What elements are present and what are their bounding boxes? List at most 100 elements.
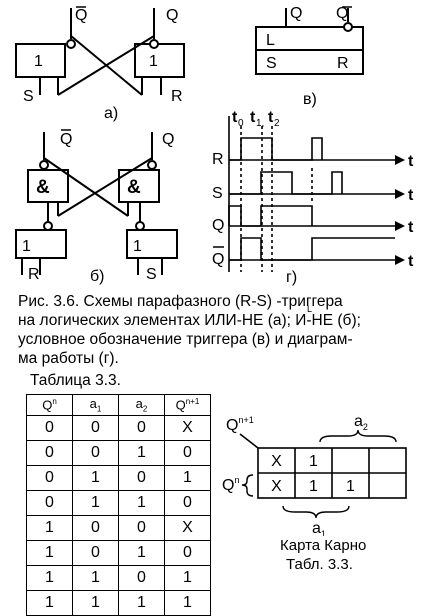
gate-label: 1 — [34, 53, 43, 70]
header-qn: Qn — [26, 394, 73, 416]
gate-label: 1 — [133, 238, 142, 255]
table-cell: 1 — [72, 565, 119, 591]
caption-line: ма работы (г). — [18, 350, 119, 367]
table-cell: 1 — [164, 465, 211, 491]
timing-row-q: Q — [212, 217, 224, 234]
karno-bottom-label: a1 — [312, 520, 326, 536]
table-cell: 1 — [26, 540, 73, 566]
label-s-b: S — [146, 266, 157, 283]
table-cell: 0 — [26, 440, 73, 466]
label-qbar-v: Q — [336, 5, 348, 22]
table-cell: 1 — [72, 490, 119, 516]
table-cell: 0 — [118, 565, 165, 591]
caption-line: Рис. 3.6. Схемы парафазного (R-S) -тригг… — [18, 292, 430, 314]
table-cell: 0 — [26, 465, 73, 491]
karnaugh-cell: X — [271, 478, 282, 495]
table-header-row: Qn a1 a2 Qn+1 — [26, 394, 211, 416]
timing-row-s: S — [212, 185, 223, 202]
table-cell: 0 — [26, 415, 73, 441]
figure-caption: Рис. 3.6. Схемы парафазного (R-S) -тригг… — [18, 292, 430, 368]
table-cell: 1 — [118, 540, 165, 566]
timing-row-qbar: Q — [212, 251, 224, 268]
karnaugh-cell: 1 — [309, 453, 318, 470]
table-title: Таблица 3.3. — [30, 372, 121, 389]
table-cell: 0 — [164, 490, 211, 516]
table-cell: 1 — [118, 440, 165, 466]
panel-label-v: в) — [303, 91, 317, 108]
table-cell: 0 — [72, 515, 119, 541]
karnaugh-cell: 1 — [309, 478, 318, 495]
header-a2: a2 — [118, 394, 165, 416]
panel-label-g: г) — [286, 269, 297, 286]
label-r-b: R — [28, 266, 40, 283]
table-cell: 0 — [118, 415, 165, 441]
label-r-v: R — [337, 55, 349, 72]
label-r-a: R — [171, 88, 183, 105]
table-cell: 1 — [164, 565, 211, 591]
time-mark-sub: 1, — [256, 118, 264, 129]
label-q-b: Q — [162, 131, 174, 148]
nor-gate-right — [134, 43, 185, 78]
caption-sub: L — [307, 304, 313, 314]
gate-and-label: & — [127, 177, 141, 198]
gate-label: 1 — [149, 53, 158, 70]
karno-row-label: Qn — [222, 475, 239, 494]
panel-label-b: б) — [90, 268, 105, 285]
table-cell: 1 — [72, 590, 119, 616]
table-cell: 1 — [164, 590, 211, 616]
karno-top-label: a2 — [354, 413, 368, 432]
time-axis-label: t — [408, 153, 414, 170]
label-q-v: Q — [290, 5, 302, 22]
table-cell: 0 — [164, 540, 211, 566]
time-mark-sub: 0 — [238, 118, 244, 129]
karno-title-line: Карта Карно — [280, 537, 367, 554]
time-axis-label: t — [408, 219, 414, 236]
header-a1: a1 — [72, 394, 119, 416]
table-cell: X — [164, 515, 211, 541]
time-mark-t1: t — [250, 109, 256, 126]
nor-input-right — [126, 229, 178, 259]
table-cell: 1 — [26, 565, 73, 591]
trigger-figure: Q Q 1 1 S R а) Q Q L S R в) Q Q & & 1 1 … — [15, 5, 414, 286]
karnaugh-cell: 1 — [346, 478, 355, 495]
label-s-v: S — [266, 55, 277, 72]
table-cell: 1 — [118, 490, 165, 516]
caption-line: на логических элементах ИЛИ-НЕ (а); И-НЕ… — [18, 312, 361, 329]
table-cell: 1 — [72, 465, 119, 491]
karnaugh-title: Карта Карно Табл. 3.3. — [280, 536, 400, 574]
table-cell: 1 — [118, 590, 165, 616]
timing-row-r: R — [212, 151, 224, 168]
symbol-top-label: L — [266, 32, 275, 49]
time-axis-label: t — [408, 187, 414, 204]
caption-line: условное обозначение триггера (в) и диаг… — [18, 331, 353, 348]
label-q-a: Q — [166, 7, 178, 24]
table-cell: 0 — [72, 440, 119, 466]
time-mark-sub: 2 — [274, 118, 280, 129]
header-qn1: Qn+1 — [164, 394, 211, 416]
karnaugh-cell: X — [271, 453, 282, 470]
table-cell: 0 — [164, 440, 211, 466]
gate-label: 1 — [22, 238, 31, 255]
table-cell: 0 — [26, 490, 73, 516]
table-cell: 1 — [26, 515, 73, 541]
panel-label-a: а) — [104, 105, 118, 122]
time-axis-label: t — [408, 253, 414, 270]
time-mark-t2: t — [268, 109, 274, 126]
time-mark-t0: t — [232, 109, 238, 126]
table-cell: 0 — [118, 515, 165, 541]
table-cell: 1 — [26, 590, 73, 616]
label-qbar-a: Q — [75, 7, 87, 24]
label-qbar-b: Q — [60, 131, 72, 148]
table-cell: X — [164, 415, 211, 441]
karno-corner-label: Qn+1 — [226, 415, 254, 434]
